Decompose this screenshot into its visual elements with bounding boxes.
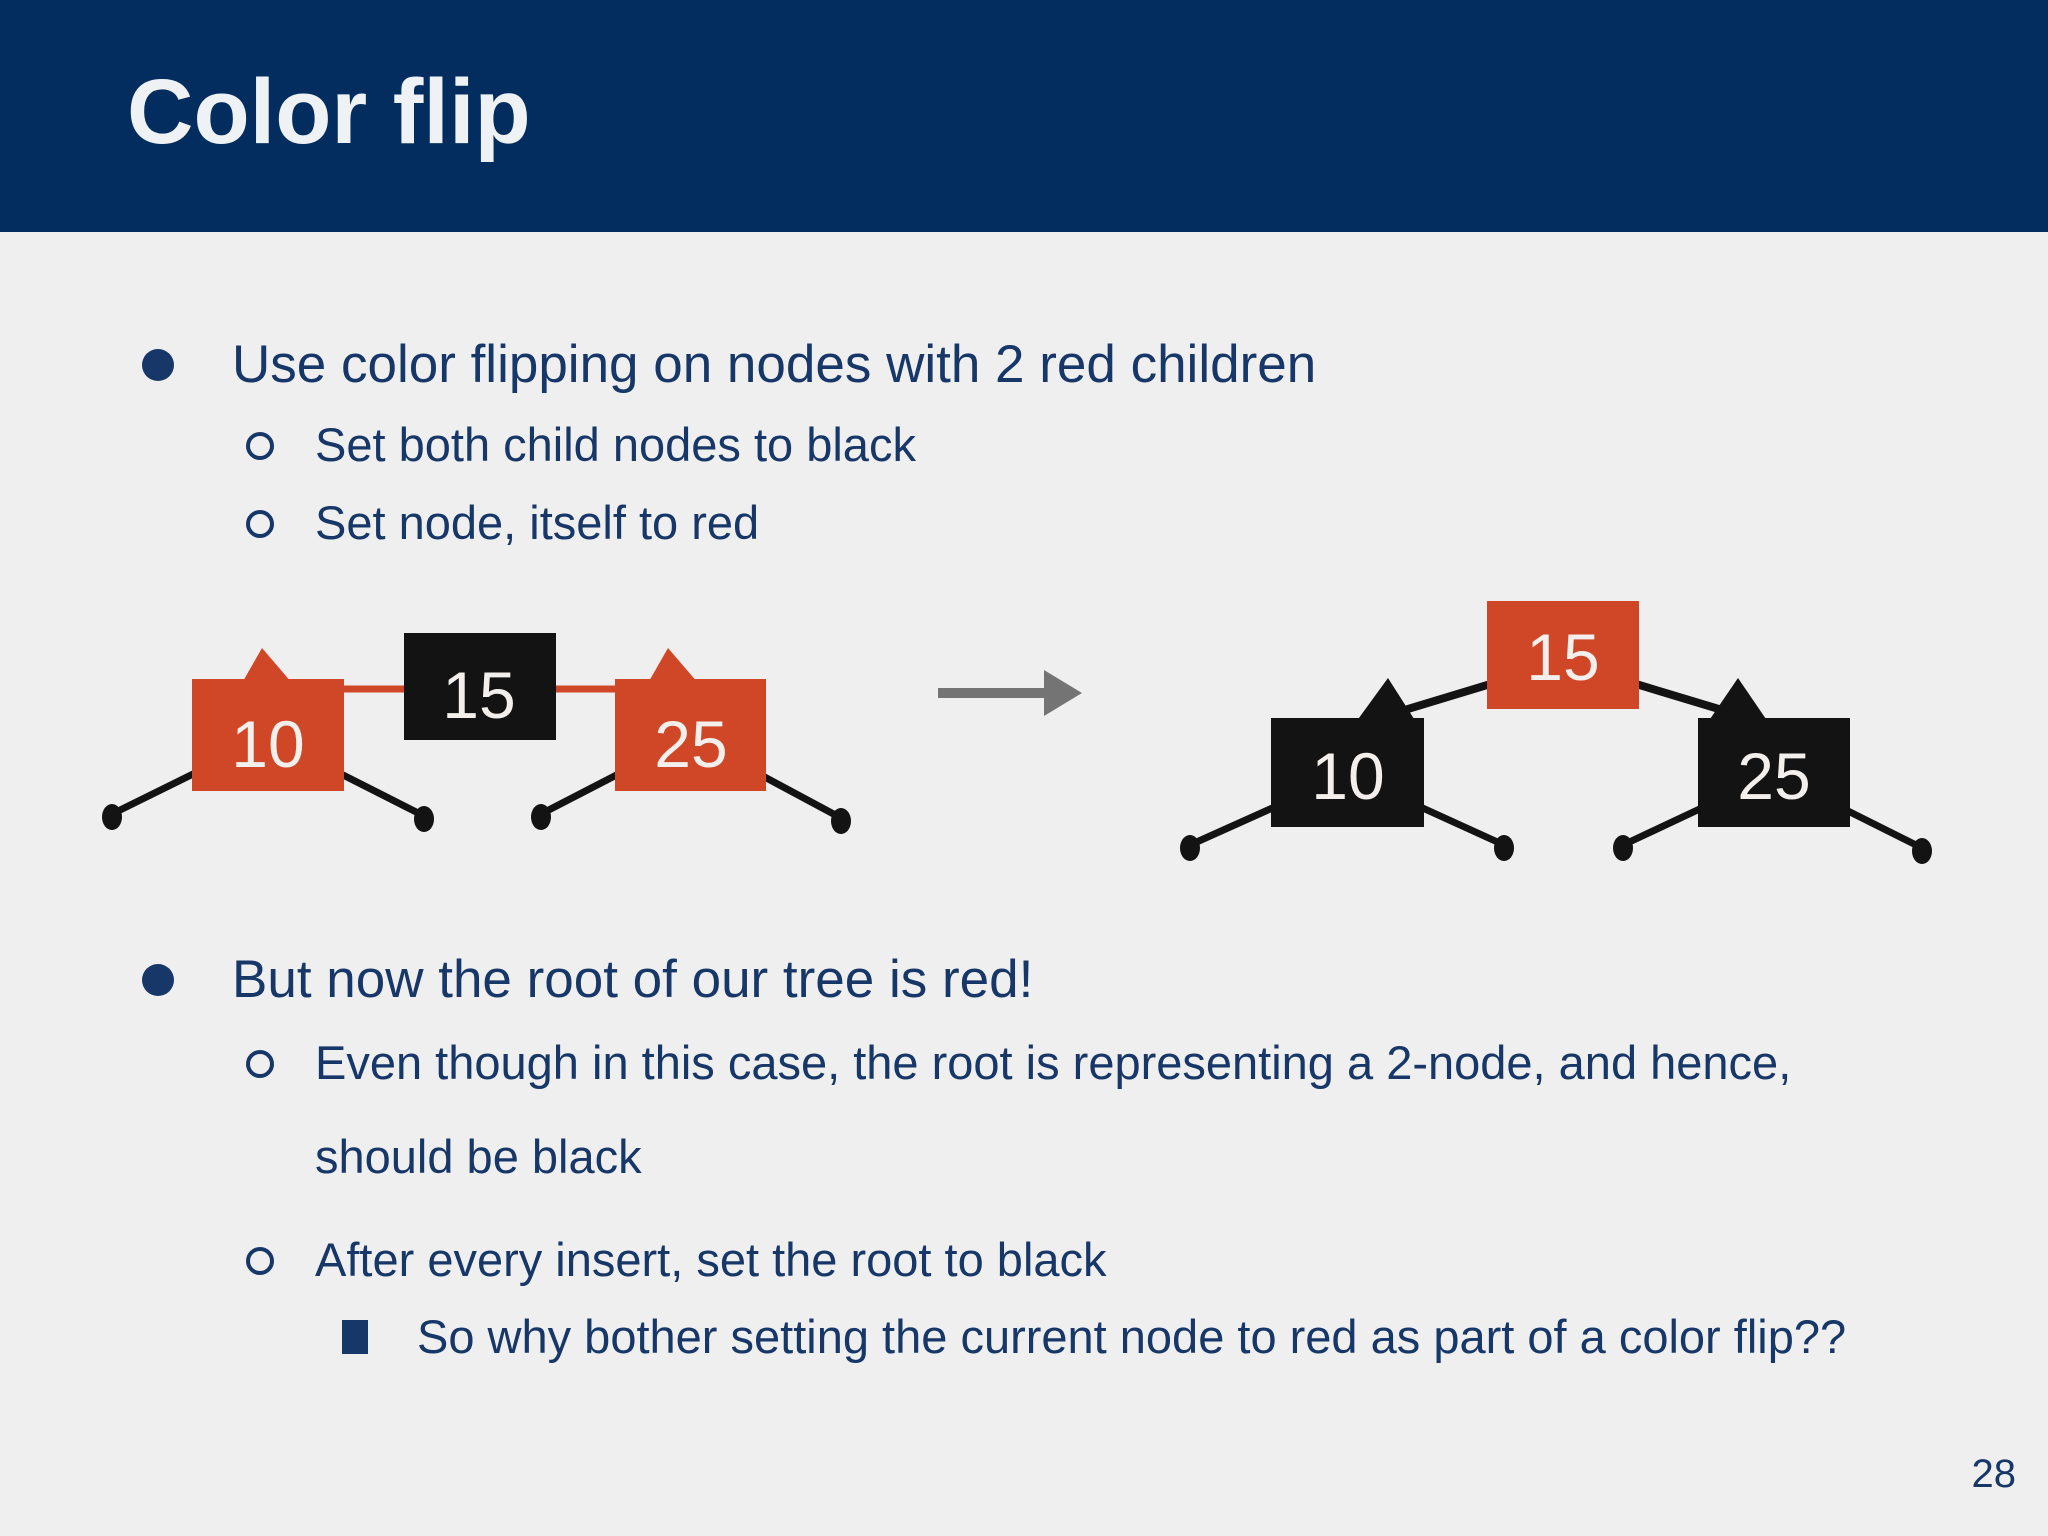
open-circle-bullet-icon — [246, 1247, 274, 1275]
nil-leaf-dot — [102, 804, 122, 830]
node-value: 15 — [1526, 620, 1599, 694]
node-right-black — [1698, 718, 1850, 827]
open-circle-bullet-icon — [246, 432, 274, 460]
node-left-black — [1271, 718, 1424, 827]
node-right-red — [615, 679, 766, 791]
bullet-root-is-red: But now the root of our tree is red! — [142, 948, 1033, 1012]
node-value: 25 — [1737, 739, 1810, 813]
tree-before: 15 10 25 — [102, 633, 851, 834]
subsubbullet-why-set-red: So why bother setting the current node t… — [342, 1293, 1846, 1381]
subbullet-set-children-black: Set both child nodes to black — [246, 417, 916, 473]
nil-leaf-dot — [1494, 835, 1514, 861]
bullet-text: Use color flipping on nodes with 2 red c… — [232, 335, 1317, 394]
subbullet-set-node-red: Set node, itself to red — [246, 495, 759, 551]
node-root-red — [1487, 601, 1639, 709]
nil-leaf-dot — [831, 808, 851, 834]
nil-leaf-dot — [531, 804, 551, 830]
transform-arrow-icon — [938, 670, 1082, 716]
nil-leaf-dot — [1912, 838, 1932, 864]
title-bar: Color flip — [0, 0, 2048, 232]
nil-leaf-dot — [1180, 835, 1200, 861]
subbullet-set-root-black: After every insert, set the root to blac… — [246, 1232, 1107, 1288]
tree-after: 15 10 25 — [1180, 601, 1932, 864]
open-circle-bullet-icon — [246, 510, 274, 538]
node-value: 10 — [1311, 739, 1384, 813]
arrow-head — [1044, 670, 1082, 716]
subbullet-text: Set both child nodes to black — [315, 418, 916, 471]
filled-bullet-icon — [142, 349, 174, 381]
node-value: 15 — [442, 658, 515, 732]
subbullet-text: Even though in this case, the root is re… — [315, 1036, 1792, 1183]
subbullet-text: Set node, itself to red — [315, 496, 760, 549]
page-title: Color flip — [127, 61, 531, 163]
bullet-text: But now the root of our tree is red! — [232, 950, 1034, 1009]
node-root-black — [404, 633, 556, 740]
page-number: 28 — [1971, 1452, 2017, 1496]
node-left-red — [192, 679, 344, 791]
square-bullet-icon — [342, 1320, 368, 1354]
black-arrowhead-icon — [1356, 678, 1416, 722]
subsubbullet-text: So why bother setting the current node t… — [417, 1310, 1847, 1363]
subbullet-root-represents-2node: Even though in this case, the root is re… — [246, 1016, 1815, 1204]
nil-leaf-dot — [1613, 835, 1633, 861]
node-value: 25 — [654, 707, 727, 781]
nil-leaf-dot — [414, 806, 434, 832]
open-circle-bullet-icon — [246, 1050, 274, 1078]
bullet-use-color-flipping: Use color flipping on nodes with 2 red c… — [142, 333, 1316, 397]
subbullet-text: After every insert, set the root to blac… — [315, 1233, 1107, 1286]
black-arrowhead-icon — [1708, 678, 1768, 722]
filled-bullet-icon — [142, 964, 174, 996]
node-value: 10 — [231, 707, 304, 781]
